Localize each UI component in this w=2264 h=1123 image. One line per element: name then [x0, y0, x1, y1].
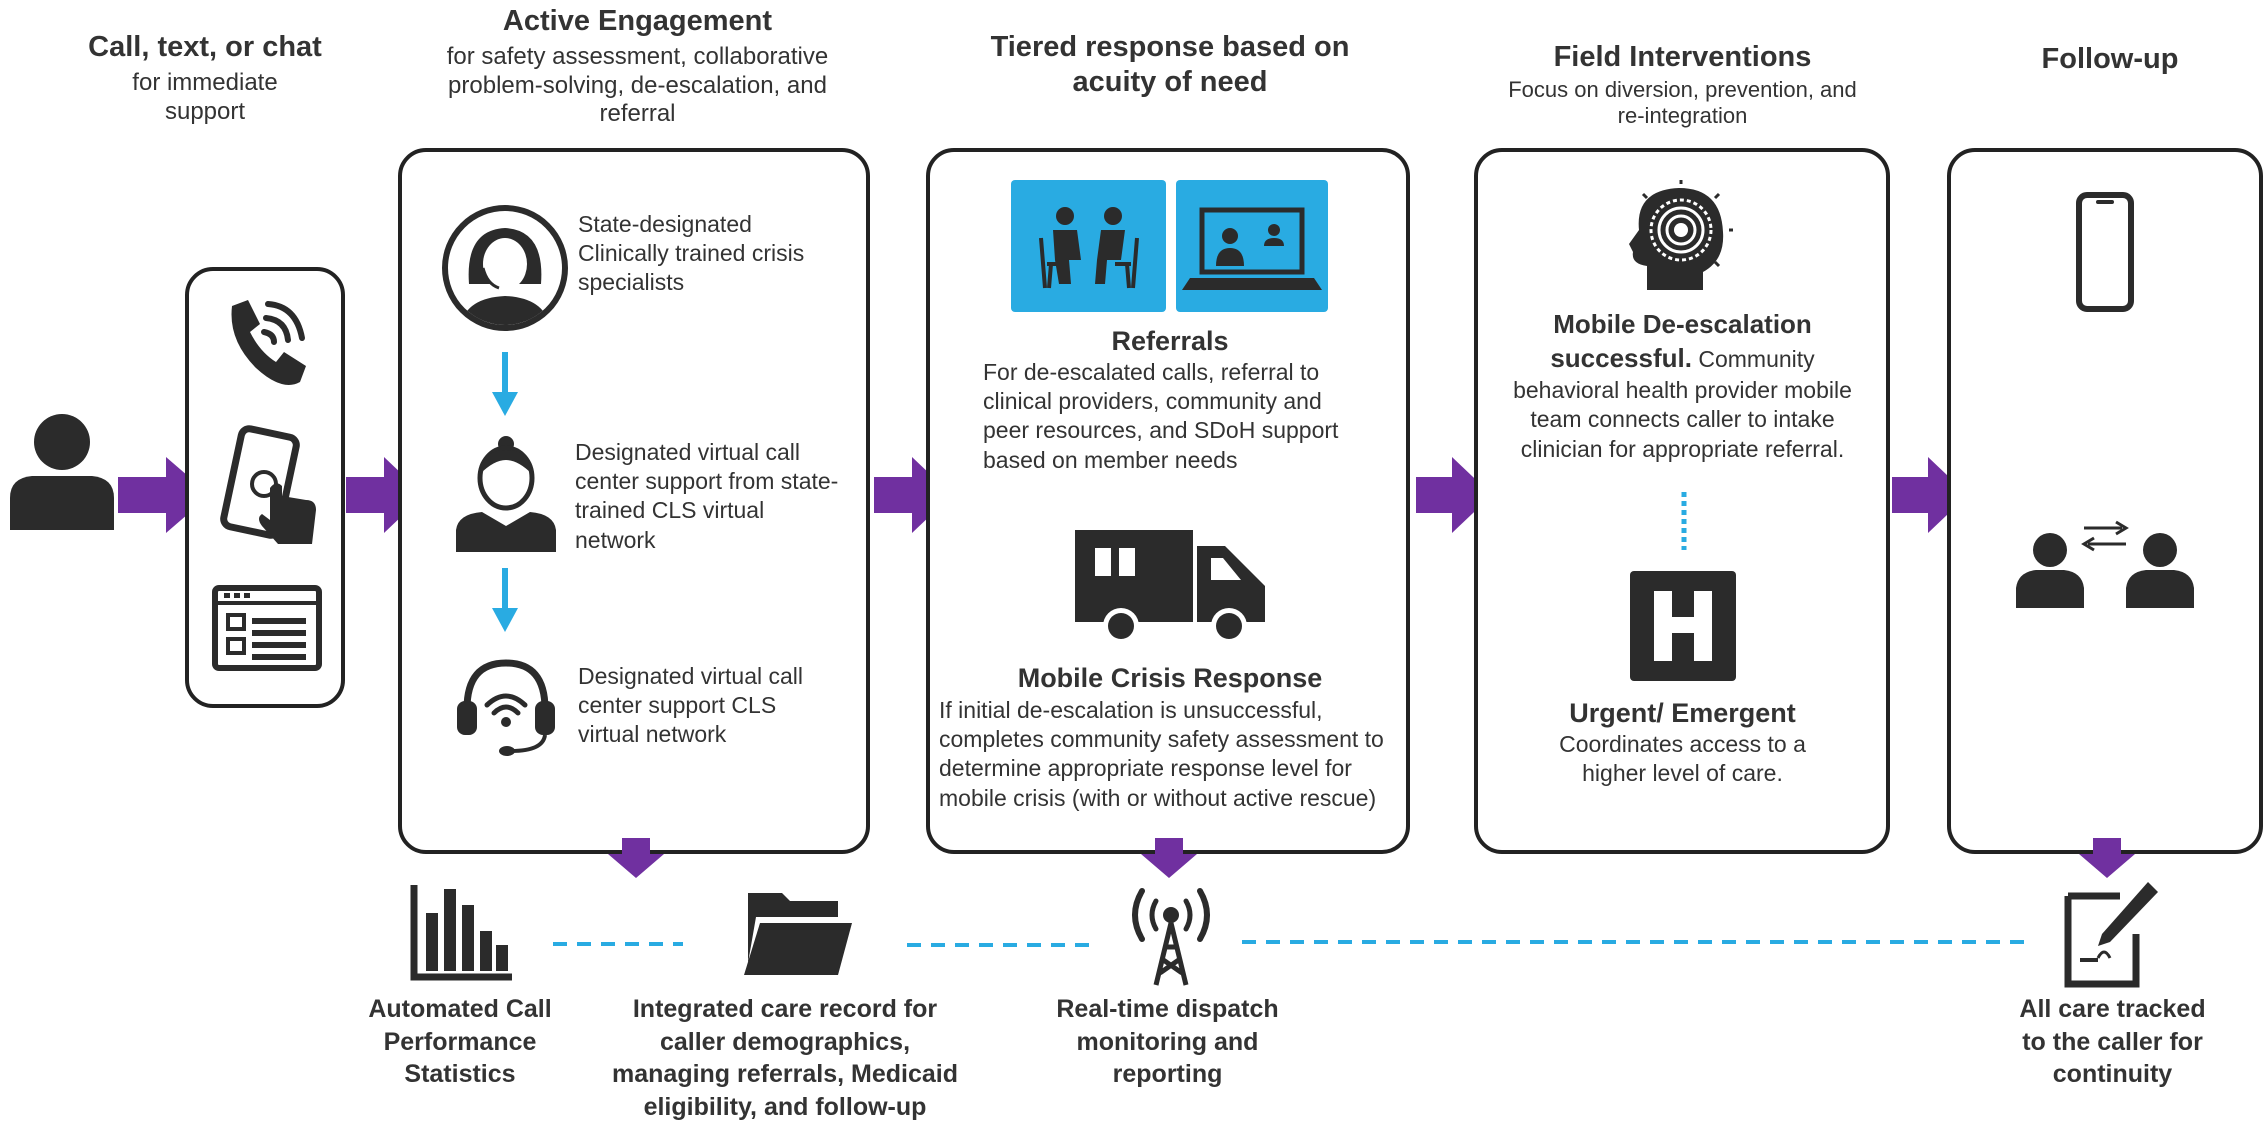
arrow-right-5 — [1892, 457, 1968, 533]
deescalation-block: Mobile De-escalation successful. Communi… — [1505, 308, 1860, 465]
brain-icon — [1629, 180, 1733, 290]
bar-chart-icon — [410, 885, 512, 981]
mobile-crisis-text: If initial de-escalation is unsuccessful… — [939, 697, 1384, 811]
deescalation-title: Mobile De-escalation successful. — [1550, 309, 1812, 373]
contact-title: Call, text, or chat — [88, 31, 322, 63]
deescalation-text: Community behavioral health provider mob… — [1513, 345, 1852, 463]
arrow-down-blue-1 — [492, 352, 518, 416]
followup-header: Follow-up — [1960, 42, 2260, 77]
people-exchange-icon — [2016, 520, 2194, 608]
engagement-header: Active Engagement for safety assessment,… — [410, 4, 865, 129]
engagement-item1-text: State-designated Clinically trained cris… — [578, 211, 805, 296]
dispatch-caption: Real-time dispatch monitoring and report… — [1056, 995, 1279, 1088]
document-edit-icon — [2064, 882, 2158, 988]
ambulance-icon — [1075, 530, 1265, 644]
tiered-box — [926, 148, 1410, 854]
arrow-right-2 — [346, 457, 424, 533]
person-icon — [10, 414, 114, 530]
stats-caption: Automated Call Performance Statistics — [368, 995, 552, 1088]
touch-phone-icon — [220, 425, 316, 544]
video-call-icon — [1176, 180, 1328, 312]
tracked-caption: All care tracked to the caller for conti… — [2019, 995, 2206, 1088]
arrow-right-4 — [1416, 457, 1492, 533]
folder-icon — [744, 893, 852, 975]
antenna-icon — [1132, 888, 1210, 986]
arrow-down-3 — [2079, 838, 2135, 878]
contact-subtitle: for immediate support — [132, 68, 278, 125]
dotted-line-3 — [1242, 940, 2032, 944]
record-caption: Integrated care record for caller demogr… — [612, 995, 958, 1121]
followup-title: Follow-up — [2041, 43, 2179, 75]
field-header: Field Interventions Focus on diversion, … — [1500, 40, 1865, 130]
engagement-item3-text: Designated virtual call center support C… — [578, 663, 804, 748]
chat-window-icon — [212, 585, 322, 671]
contact-header: Call, text, or chat for immediate suppor… — [50, 30, 360, 126]
smartphone-icon — [2076, 192, 2134, 312]
engagement-title: Active Engagement — [502, 5, 773, 37]
arrow-right-3 — [874, 457, 952, 533]
tiered-title: Tiered response based on acuity of need — [990, 31, 1350, 98]
in-person-meeting-icon — [1011, 180, 1166, 312]
crisis-specialist-icon — [442, 205, 568, 331]
hospital-icon — [1630, 571, 1736, 681]
arrow-down-1 — [608, 838, 664, 878]
mobile-crisis-title: Mobile Crisis Response — [1017, 663, 1323, 693]
arrow-down-blue-2 — [492, 568, 518, 632]
headset-icon — [457, 659, 555, 756]
field-title: Field Interventions — [1553, 41, 1812, 73]
dotted-line-1 — [553, 942, 683, 946]
referrals-text: For de-escalated calls, referral to clin… — [983, 359, 1339, 473]
blue-dotted-connector — [1681, 492, 1687, 550]
followup-box — [1947, 148, 2263, 854]
phone-ringing-icon — [231, 300, 306, 385]
urgent-text: Coordinates access to a higher level of … — [1559, 731, 1806, 787]
tiered-header: Tiered response based on acuity of need — [975, 30, 1365, 100]
field-subtitle: Focus on diversion, prevention, and re-i… — [1508, 76, 1857, 129]
referrals-title: Referrals — [1111, 326, 1229, 356]
virtual-agent-icon — [456, 436, 556, 552]
dotted-line-2 — [907, 943, 1097, 947]
engagement-subtitle: for safety assessment, collaborative pro… — [446, 42, 829, 128]
arrow-down-2 — [1141, 838, 1197, 878]
engagement-item2-text: Designated virtual call center support f… — [575, 439, 839, 553]
urgent-title: Urgent/ Emergent — [1569, 698, 1796, 728]
